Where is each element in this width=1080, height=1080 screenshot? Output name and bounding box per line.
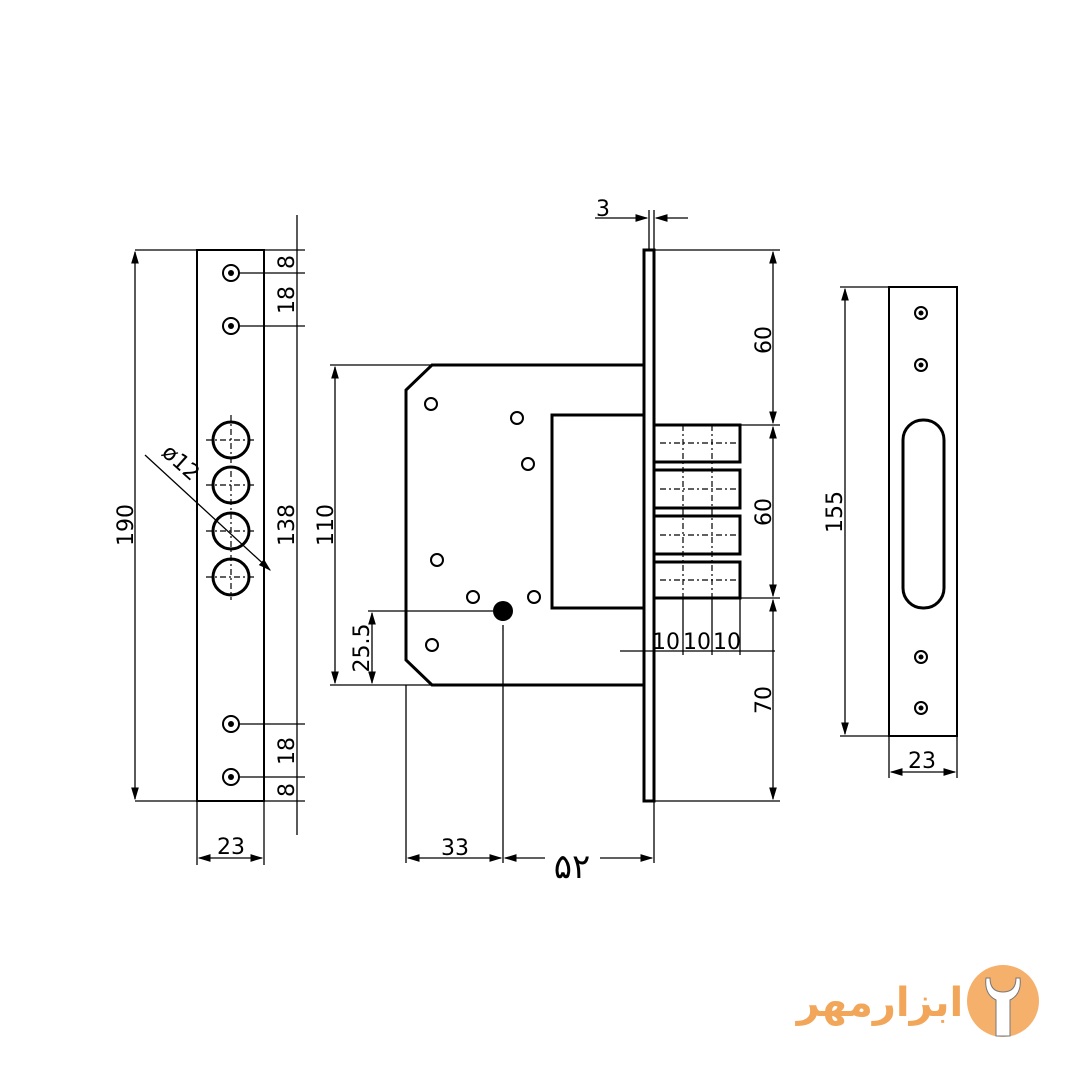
lock-body: 3 60 60 70 110 25.5 10 10 10 33 ۵۲ xyxy=(314,197,780,887)
bolts xyxy=(652,423,742,600)
dim-bolt-offset: 10 xyxy=(683,630,711,655)
dim-edge-to-key: 33 xyxy=(441,836,469,861)
screw-hole xyxy=(222,715,240,733)
screw-holes xyxy=(222,264,240,786)
bolt-carrier xyxy=(550,413,646,610)
dim-bolt-offset: 10 xyxy=(652,630,680,655)
dim-bolt-offset: 10 xyxy=(713,630,741,655)
dim-faceplate-thickness: 3 xyxy=(596,197,610,222)
dim-height: 190 xyxy=(114,504,139,546)
dimension-lines xyxy=(330,210,780,863)
dim-body-height: 110 xyxy=(314,504,339,546)
dim-hole-span: 138 xyxy=(275,504,300,546)
lock-case xyxy=(404,363,646,687)
screw-hole xyxy=(222,317,240,335)
keyhole xyxy=(493,601,513,621)
logo-text: ابزارمهر xyxy=(795,980,963,1026)
dim-top-spacing: 18 xyxy=(275,286,300,314)
dim-strike-width: 23 xyxy=(908,749,936,774)
strike-outline xyxy=(888,286,958,737)
dim-bolts-to-bottom: 70 xyxy=(752,686,777,714)
screw-holes xyxy=(914,306,928,715)
left-faceplate: 190 ø12 8 18 138 18 8 23 xyxy=(114,215,305,865)
dim-width: 23 xyxy=(217,835,245,860)
mounting-holes xyxy=(424,397,541,652)
faceplate-outline xyxy=(196,249,265,802)
brand-logo: ابزارمهر xyxy=(795,965,1039,1037)
dim-strike-height: 155 xyxy=(823,491,848,533)
dim-bottom-spacing: 18 xyxy=(275,737,300,765)
wrench-icon xyxy=(985,977,1021,1037)
dim-top-offset: 8 xyxy=(275,255,300,269)
screw-hole xyxy=(222,768,240,786)
dim-bolt-span: 60 xyxy=(752,498,777,526)
dim-bottom-offset: 8 xyxy=(275,783,300,797)
strike-slot xyxy=(901,418,946,610)
dim-top-to-bolts: 60 xyxy=(752,326,777,354)
screw-hole xyxy=(222,264,240,282)
dim-key-height: 25.5 xyxy=(350,624,375,673)
dim-backset: ۵۲ xyxy=(554,847,591,887)
bolt-holes xyxy=(206,415,256,600)
strike-plate: 155 23 xyxy=(823,286,958,778)
dimension-lines xyxy=(131,215,305,865)
